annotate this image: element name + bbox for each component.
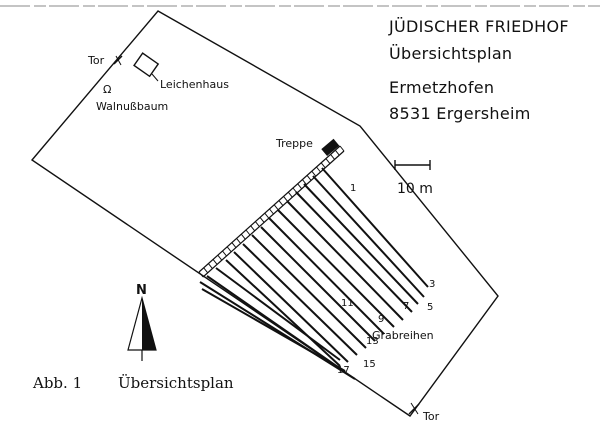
north-arrow-fill [142,298,156,350]
step-hatch [316,166,321,173]
step-hatch [311,170,317,177]
step-hatch [208,263,213,269]
row-number-label: 9 [378,314,384,325]
grave-row-line [251,234,367,349]
grave-rows-label: Grabreihen [372,329,434,342]
gate-bottom-mark-2 [410,402,419,415]
row-number-label: 11 [341,298,354,309]
terrace-steps [198,145,345,278]
step-hatch [269,208,274,215]
stairs-block [321,138,340,156]
grave-row-line [233,251,349,363]
step-hatch [259,217,265,223]
step-hatch [334,149,340,156]
step-hatch [302,179,307,185]
step-hatch [273,204,279,211]
step-hatch [278,200,284,206]
scale-label: 10 m [397,181,433,197]
gate-top-label: Tor [87,54,105,67]
step-hatch [287,191,293,198]
step-hatch [240,233,246,240]
grave-row-line [312,175,425,298]
row-number-label: 15 [363,359,376,370]
walnut-tree-label: Walnußbaum [96,100,168,113]
grave-row-line [206,275,346,373]
step-hatch [222,250,227,257]
step-hatch [283,196,288,202]
step-hatch [306,175,312,181]
step-hatch [236,238,241,244]
walnut-tree-icon: Ω [103,83,111,96]
row-number-label: 3 [429,279,435,290]
step-hatch [264,212,270,219]
grave-row-line [295,191,413,313]
grave-row-line [268,217,385,335]
step-hatch [245,229,251,236]
mortuary-building [133,52,160,78]
figure-caption: Übersichtsplan [118,374,234,392]
figure-number: Abb. 1 [33,374,83,392]
grave-row-line [303,183,419,305]
grave-row-line [225,259,341,367]
step-hatch [320,162,326,169]
north-label: N [136,283,147,298]
gate-bottom-label: Tor [422,410,440,423]
grave-row-line [286,200,404,321]
plan-subtitle: Übersichtsplan [389,44,513,63]
step-hatch [297,183,303,190]
cemetery-boundary [30,10,499,417]
grave-row-line [201,288,346,372]
mortuary-label: Leichenhaus [160,78,229,91]
mortuary-pointer [151,73,159,82]
step-hatch [217,254,223,261]
step-hatch [339,145,345,152]
row-number-label: 5 [427,302,433,313]
grave-row-line [242,243,358,356]
step-hatch [255,221,260,227]
step-hatch [250,225,256,232]
grave-rows [199,167,429,380]
row-number-label: 13 [366,336,379,347]
step-hatch [231,242,237,248]
step-hatch [212,259,218,265]
row-number-label: 1 [350,183,356,194]
gate-bottom-mark [408,403,420,415]
row-number-label: 7 [403,301,409,312]
gate-top-mark-2 [115,55,122,66]
step-hatch [198,271,204,278]
plan-address: 8531 Ergersheim [389,104,531,123]
step-hatch [325,158,331,164]
step-hatch [203,267,209,274]
grave-row-line [260,226,376,342]
plan-place: Ermetzhofen [389,78,495,97]
stairs-label: Treppe [275,137,313,150]
grave-row-line [321,167,429,288]
plan-title: JÜDISCHER FRIEDHOF [389,17,569,36]
grave-row-line [215,267,341,361]
row-number-label: 17 [337,365,350,376]
step-hatch [330,154,335,160]
step-hatch [226,246,232,253]
grave-row-line [277,209,395,328]
